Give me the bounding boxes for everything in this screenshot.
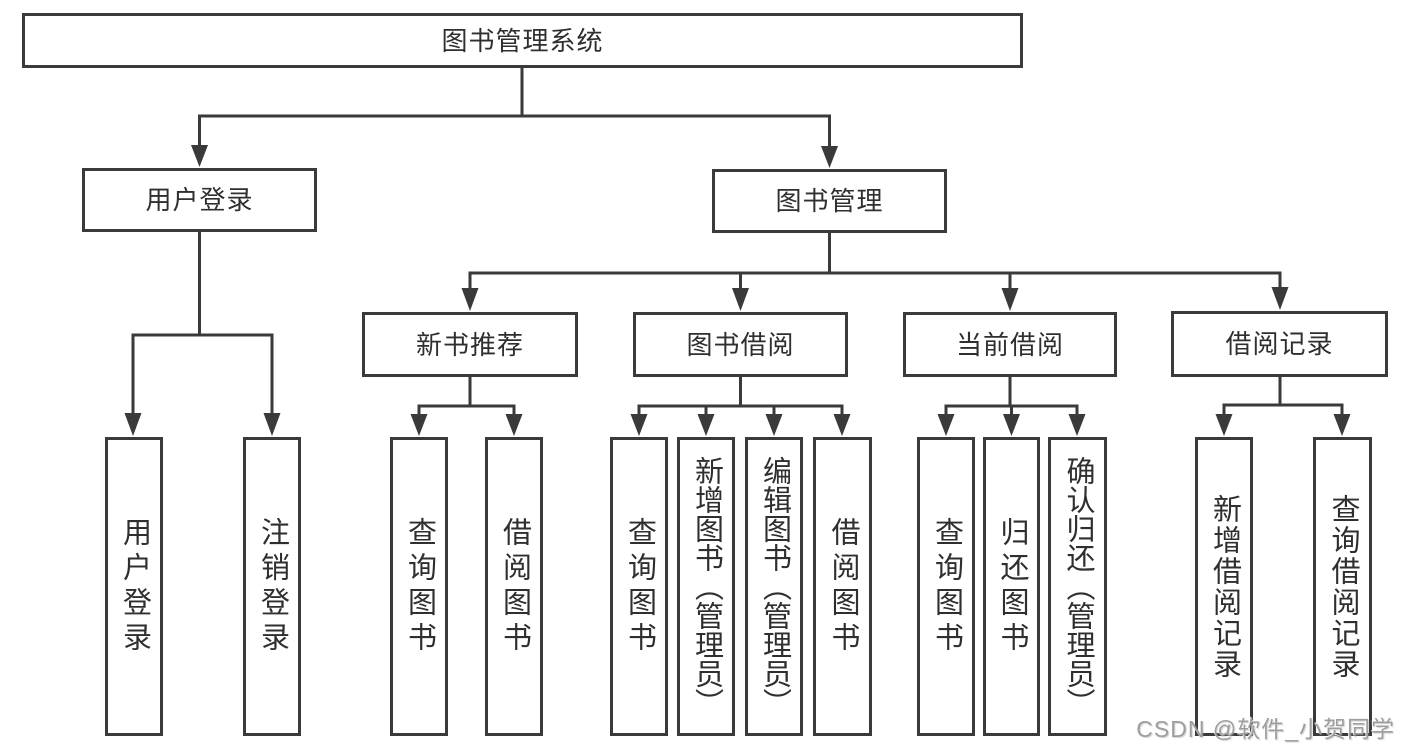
arrow-down-icon [1333, 414, 1351, 436]
arrow-down-icon [821, 146, 838, 168]
node-label: 新书推荐 [415, 329, 524, 360]
leaf-query-books-borrow: 查询图书 [610, 437, 668, 736]
node-label: 编辑图书（管理员） [758, 456, 791, 717]
csdn-watermark: CSDN @软件_小贺同学 [1136, 716, 1395, 742]
node-label: 查询图书 [623, 516, 656, 657]
leaf-borrow-books-recommend: 借阅图书 [485, 437, 543, 736]
leaf-query-borrow-record: 查询借阅记录 [1313, 437, 1372, 736]
node-label: 当前借阅 [955, 329, 1064, 360]
arrow-down-icon [263, 413, 281, 436]
node-borrowing-records: 借阅记录 [1171, 311, 1388, 377]
arrow-down-icon [505, 414, 523, 436]
node-book-management: 图书管理 [712, 169, 947, 233]
arrow-down-icon [937, 414, 955, 436]
arrow-down-icon [191, 145, 208, 167]
arrow-down-icon [1003, 414, 1020, 436]
leaf-query-books-recommend: 查询图书 [390, 437, 448, 736]
arrow-down-icon [1271, 287, 1289, 310]
node-label: 借阅图书 [498, 516, 531, 657]
arrow-down-icon [410, 414, 428, 436]
node-label: 借阅图书 [827, 516, 859, 657]
node-label: 新增图书（管理员） [690, 456, 723, 717]
node-label: 查询图书 [403, 516, 436, 657]
node-label: 归还图书 [996, 516, 1028, 657]
node-label: 查询借阅记录 [1327, 493, 1359, 680]
node-user-login: 用户登录 [82, 168, 317, 232]
node-label: 查询图书 [930, 516, 963, 657]
leaf-borrow-books: 借阅图书 [813, 437, 872, 736]
arrow-down-icon [732, 288, 749, 311]
leaf-query-books-current: 查询图书 [917, 437, 975, 736]
arrow-down-icon [1068, 414, 1086, 436]
node-label: 用户登录 [118, 516, 151, 657]
arrow-down-icon [833, 414, 851, 436]
leaf-confirm-return-admin: 确认归还（管理员） [1048, 437, 1107, 736]
leaf-return-book: 归还图书 [983, 437, 1040, 736]
arrow-down-icon [124, 413, 142, 436]
node-label: 确认归还（管理员） [1062, 456, 1094, 717]
node-current-borrowing: 当前借阅 [903, 312, 1117, 377]
leaf-logout: 注销登录 [243, 437, 301, 736]
node-label: 注销登录 [256, 516, 289, 657]
tree-edges [131, 68, 1344, 418]
node-label: 图书借阅 [686, 329, 795, 360]
node-label: 新增借阅记录 [1208, 493, 1241, 680]
node-library-system: 图书管理系统 [22, 13, 1023, 68]
leaf-add-borrow-record: 新增借阅记录 [1195, 437, 1253, 736]
arrow-down-icon [765, 414, 783, 436]
leaf-edit-book-admin: 编辑图书（管理员） [745, 437, 803, 736]
leaf-add-book-admin: 新增图书（管理员） [677, 437, 735, 736]
node-label: 图书管理 [775, 186, 884, 216]
node-book-borrowing: 图书借阅 [633, 312, 848, 377]
arrow-down-icon [461, 288, 479, 311]
arrow-down-icon [1001, 288, 1019, 311]
node-label: 用户登录 [145, 185, 254, 215]
node-new-book-recommend: 新书推荐 [362, 312, 578, 377]
arrowheads [124, 145, 1351, 436]
arrow-down-icon [1215, 414, 1233, 436]
leaf-user-login: 用户登录 [105, 437, 163, 736]
node-label: 借阅记录 [1225, 329, 1334, 359]
arrow-down-icon [630, 414, 648, 436]
arrow-down-icon [697, 414, 715, 436]
node-label: 图书管理系统 [441, 25, 604, 56]
